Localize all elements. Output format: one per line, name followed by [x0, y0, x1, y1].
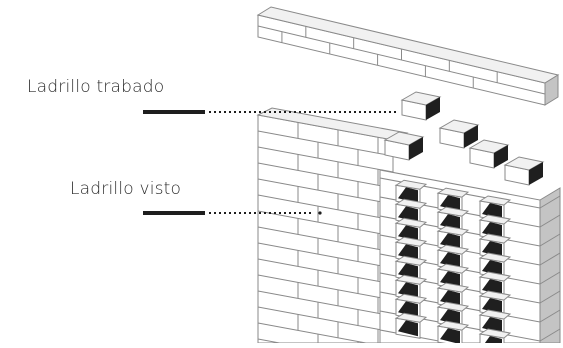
bonded-brick-side: [464, 125, 478, 148]
callout-label-trabado: Ladrillo trabado: [27, 77, 165, 97]
hollow-shadow: [398, 320, 418, 337]
top-brick-row: [256, 6, 560, 106]
hollow-shadow: [398, 206, 418, 223]
hollow-shadow: [398, 282, 418, 299]
hollow-shadow: [398, 244, 418, 261]
hollow-brick-top: [436, 282, 470, 293]
lattice-wall: [379, 169, 561, 348]
lattice-end-joint: [539, 233, 561, 247]
hollow-brick-top: [478, 233, 512, 244]
hollow-shadow: [398, 301, 418, 318]
wall-bed-joint: [257, 226, 394, 253]
wall-bed-joint: [257, 210, 394, 237]
hollow-shadow: [398, 187, 418, 204]
hollow-brick-top: [394, 179, 428, 190]
wall-bed-joint: [257, 130, 394, 157]
hollow-shadow: [440, 271, 460, 288]
hollow-shadow: [398, 225, 418, 242]
hollow-brick-top: [436, 187, 470, 198]
hollow-shadow: [440, 309, 460, 326]
hollow-brick-top: [478, 309, 512, 320]
lattice-end-joint: [539, 214, 561, 228]
hollow-brick-top: [436, 206, 470, 217]
hollow-brick-top: [436, 263, 470, 274]
wall-bed-joint: [257, 194, 394, 221]
wall-bed-joint: [257, 290, 394, 317]
hollow-brick-top: [436, 320, 470, 331]
hollow-brick-top: [394, 236, 428, 247]
hollow-brick-top: [394, 255, 428, 266]
hollow-brick-top: [394, 312, 428, 323]
wall-bed-joint: [257, 274, 394, 301]
hollow-shadow: [440, 290, 460, 307]
lattice-end-joint: [539, 195, 561, 209]
wall-bed-joint: [257, 242, 394, 269]
top-row-end: [544, 74, 559, 106]
lattice-end-joint: [539, 271, 561, 285]
hollow-shadow: [440, 214, 460, 231]
hollow-brick: [394, 312, 428, 339]
wall-bed-joint: [257, 178, 394, 205]
lattice-end-joint: [539, 290, 561, 304]
hollow-shadow: [482, 260, 502, 276]
hollow-shadow: [440, 195, 460, 212]
hollow-brick: [436, 225, 470, 252]
hollow-brick-top: [394, 217, 428, 228]
hollow-brick-top: [436, 225, 470, 236]
callout-leaders: [143, 110, 398, 215]
bonded-bricks: [383, 91, 545, 186]
hollow-shadow: [482, 241, 502, 257]
hollow-brick-top: [478, 252, 512, 263]
bonded-brick: [503, 156, 545, 186]
hollow-brick: [436, 320, 470, 347]
callout-label-visto: Ladrillo visto: [70, 179, 182, 199]
bonded-brick-side: [426, 97, 440, 120]
bonded-brick-side: [409, 137, 423, 160]
hollow-brick-top: [436, 244, 470, 255]
solid-wall: [256, 107, 409, 348]
bonded-brick-side: [494, 145, 508, 168]
hollow-brick-top: [478, 290, 512, 301]
bonded-brick: [438, 119, 480, 149]
hollow-shadow: [482, 317, 502, 333]
hollow-shadow: [482, 222, 502, 238]
hollow-brick-top: [394, 198, 428, 209]
leader-end-dot: [318, 211, 322, 215]
solid-wall-top: [256, 107, 409, 141]
bonded-brick: [400, 91, 442, 121]
lattice-end-joint: [539, 252, 561, 266]
hollow-shadow: [440, 252, 460, 269]
hollow-brick-top: [436, 301, 470, 312]
bonded-brick-side: [529, 162, 543, 185]
lattice-end-joint: [539, 309, 561, 323]
bonded-brick: [383, 131, 425, 161]
hollow-shadow: [482, 203, 502, 219]
hollow-brick: [478, 252, 512, 279]
hollow-shadow: [482, 298, 502, 314]
lattice-end-joint: [539, 328, 561, 342]
hollow-brick-top: [478, 195, 512, 206]
solid-wall-face: [257, 114, 394, 344]
wall-bed-joint: [257, 258, 394, 285]
wall-bed-joint: [257, 306, 394, 333]
hollow-brick-top: [478, 214, 512, 225]
hollow-shadow: [482, 279, 502, 295]
hollow-shadow: [440, 328, 460, 345]
hollow-brick-top: [394, 274, 428, 285]
wall-bed-joint: [257, 162, 394, 189]
hollow-brick-top: [394, 293, 428, 304]
hollow-brick-top: [478, 271, 512, 282]
bonded-brick: [468, 139, 510, 169]
hollow-shadow: [398, 263, 418, 280]
hollow-shadow: [440, 233, 460, 250]
hollow-brick-top: [478, 328, 512, 339]
hollow-brick: [478, 195, 512, 222]
wall-bed-joint: [257, 146, 394, 173]
